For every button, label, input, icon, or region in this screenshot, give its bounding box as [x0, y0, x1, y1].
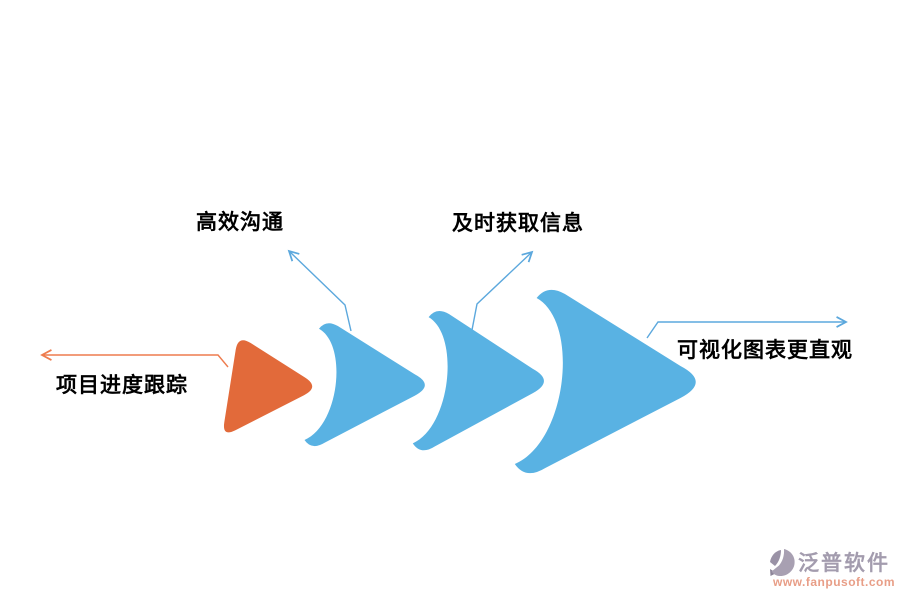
callout-line-info [471, 250, 534, 331]
callout-line-progress [40, 349, 229, 368]
label-communication: 高效沟通 [196, 211, 284, 234]
step-shape-2 [304, 323, 425, 447]
watermark-url-text: www.fanpusoft.com [773, 575, 896, 589]
fanpu-logo-icon [770, 549, 795, 577]
step-shape-4 [514, 289, 696, 474]
label-info: 及时获取信息 [452, 212, 584, 235]
label-progress: 项目进度跟踪 [56, 374, 188, 397]
callout-line-communication [287, 249, 352, 332]
label-visual: 可视化图表更直观 [677, 339, 853, 362]
callout-line-visual [646, 316, 848, 339]
step-shape-3 [412, 310, 544, 451]
watermark: 泛普软件 www.fanpusoft.com [769, 549, 900, 588]
watermark-brand-text: 泛普软件 [798, 551, 890, 575]
step-shape-1 [223, 340, 313, 433]
